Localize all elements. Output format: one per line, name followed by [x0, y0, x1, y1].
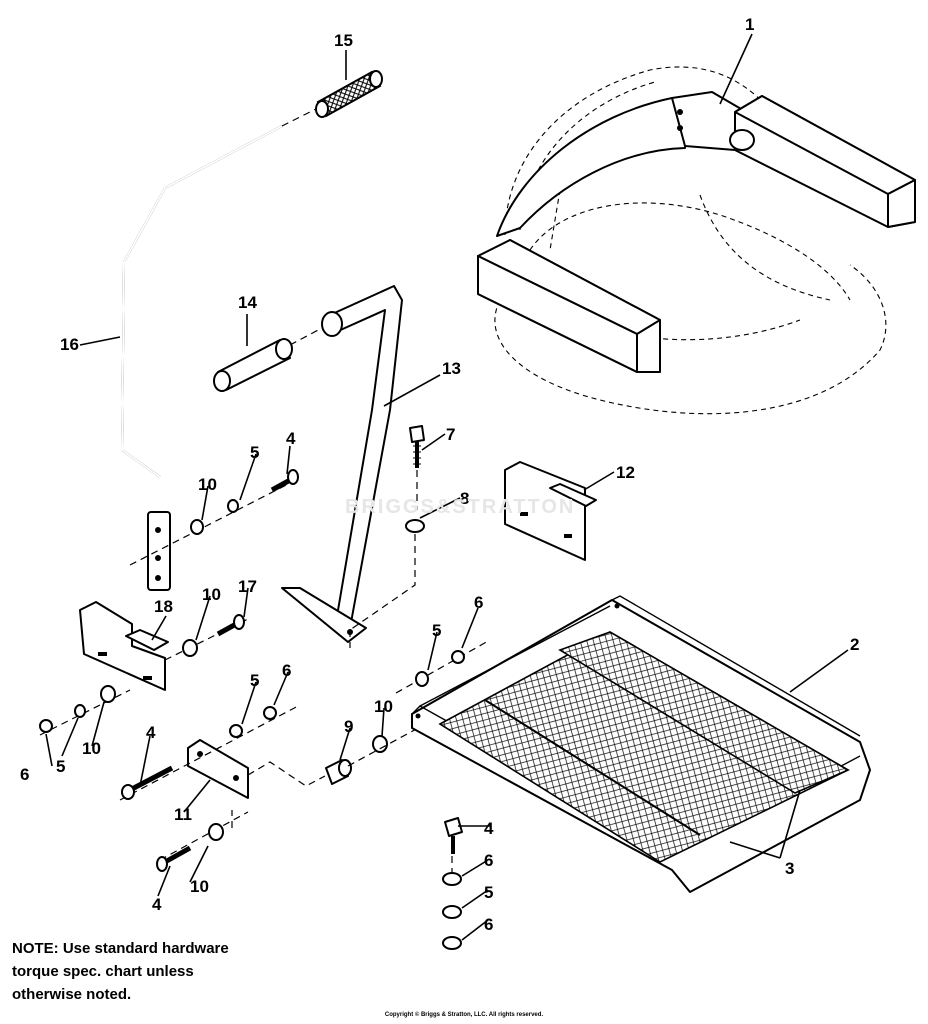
- bracket-18: [79, 601, 169, 691]
- lockwasher-5c: [229, 724, 243, 738]
- callout-3: 3: [785, 859, 794, 878]
- seat-outline: [494, 66, 887, 415]
- watermark: BRIGGS&STRATTON: [345, 496, 576, 518]
- armrest-assembly: [477, 91, 916, 373]
- lever-rod: [120, 125, 283, 591]
- callout-5-c: 5: [250, 671, 259, 690]
- callout-6-e: 6: [484, 915, 493, 934]
- callout-labels: 1 2 3 4 4 4 4 5 5 5 5 5 6 6 6 6 6 7 8 9 …: [20, 15, 859, 934]
- callout-10-c: 10: [82, 739, 101, 758]
- callout-10-d: 10: [374, 697, 393, 716]
- nut-6d: [442, 872, 462, 886]
- nut-6c: [451, 650, 465, 664]
- callout-4-a: 4: [286, 429, 296, 448]
- callout-8: 8: [460, 489, 469, 508]
- note-line-1: NOTE: Use standard hardware: [12, 940, 229, 957]
- footrest-2: [411, 595, 871, 893]
- callout-15: 15: [334, 31, 353, 50]
- lockwasher-5e: [442, 905, 462, 919]
- callout-16: 16: [60, 335, 79, 354]
- nut-6a: [39, 719, 53, 733]
- callout-6-c: 6: [474, 593, 483, 612]
- plate-11: [187, 739, 249, 799]
- washer-10b: [182, 639, 198, 657]
- callout-1: 1: [745, 15, 754, 34]
- washer-8: [405, 519, 425, 533]
- screw-17: [216, 614, 245, 637]
- bolt-4a: [270, 469, 299, 493]
- bracket-12: [504, 461, 597, 561]
- callout-5-a: 5: [250, 443, 259, 462]
- bolt-7: [409, 425, 425, 468]
- callout-17: 17: [238, 577, 257, 596]
- washer-10d: [372, 735, 388, 753]
- bolt-4b: [121, 765, 174, 800]
- handle-grip-15: [315, 70, 383, 118]
- spacer-9: [325, 759, 352, 785]
- tube-14: [213, 338, 293, 392]
- nut-6e: [442, 936, 462, 950]
- callout-6-a: 6: [20, 765, 29, 784]
- callout-5-b: 5: [56, 757, 65, 776]
- callout-12: 12: [616, 463, 635, 482]
- callout-4-c: 4: [152, 895, 162, 914]
- callout-13: 13: [442, 359, 461, 378]
- lockwasher-5a: [227, 499, 239, 513]
- leader-lines: [45, 33, 849, 941]
- callout-5-e: 5: [484, 883, 493, 902]
- callout-5-d: 5: [432, 621, 441, 640]
- callout-6-d: 6: [484, 851, 493, 870]
- washer-10a: [190, 519, 204, 535]
- callout-6-b: 6: [282, 661, 291, 680]
- callout-7: 7: [446, 425, 455, 444]
- callout-10-b: 10: [202, 585, 221, 604]
- callout-4-b: 4: [146, 723, 156, 742]
- note-line-2: torque spec. chart unless: [12, 963, 194, 980]
- copyright-notice: Copyright © Briggs & Stratton, LLC. All …: [384, 1012, 544, 1018]
- callout-14: 14: [238, 293, 257, 312]
- lockwasher-5d: [415, 671, 429, 687]
- bolt-4c: [156, 845, 192, 872]
- callout-18: 18: [154, 597, 173, 616]
- callout-11: 11: [174, 805, 192, 824]
- note-line-3: otherwise noted.: [12, 986, 132, 1003]
- pedal-lever-13: [281, 285, 403, 643]
- callout-9: 9: [344, 717, 353, 736]
- callout-10-e: 10: [190, 877, 209, 896]
- washer-10c: [100, 685, 116, 703]
- callout-10-a: 10: [198, 475, 217, 494]
- nut-6b: [263, 706, 277, 720]
- washer-10e: [208, 823, 224, 841]
- torque-note: NOTE: Use standard hardware torque spec.…: [12, 937, 229, 1006]
- callout-4-d: 4: [484, 819, 494, 838]
- callout-2: 2: [850, 635, 859, 654]
- bolt-4d: [444, 817, 463, 854]
- lockwasher-5b: [74, 704, 86, 718]
